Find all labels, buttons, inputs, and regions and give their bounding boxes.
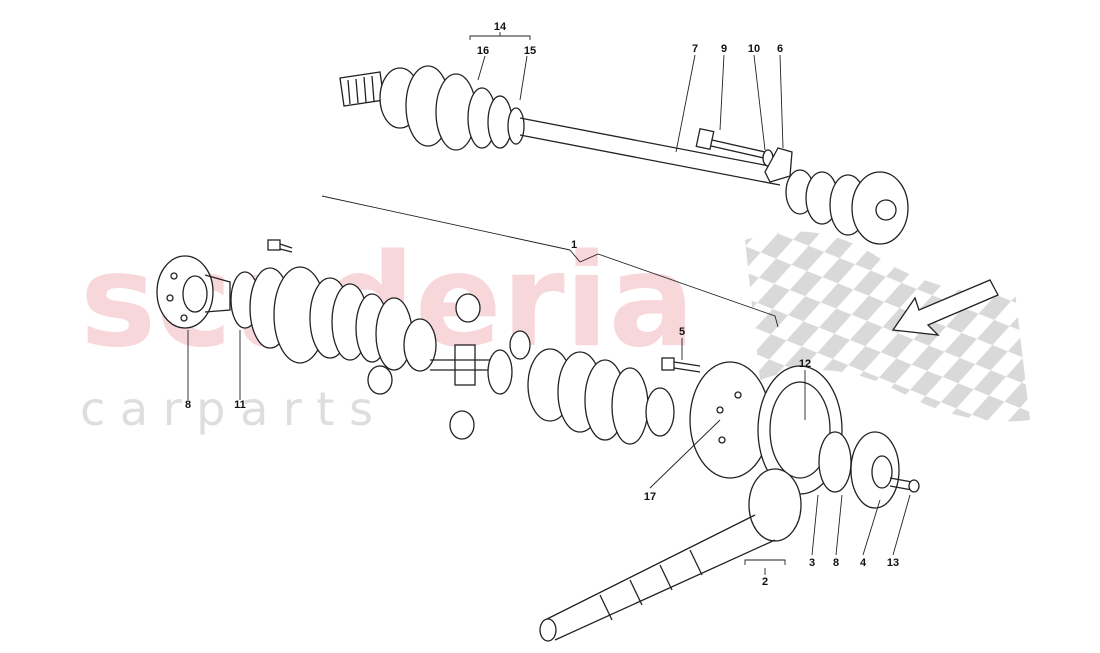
right-differential-housing [527,348,675,445]
callout-5: 5 [679,326,685,338]
axle-shaft-assembly [339,65,909,245]
callout-14: 14 [494,21,507,33]
callout-12: 12 [799,358,811,370]
callout-7: 7 [692,43,698,55]
callout-6: 6 [777,43,783,55]
callout-11: 11 [234,399,246,411]
bolt-washer-plate [695,127,793,183]
right-flange [818,431,920,509]
callout-13: 13 [887,557,899,569]
callout-8-left: 8 [185,399,191,411]
spider-gears [367,293,531,440]
pinion-shaft [539,468,802,642]
callout-4: 4 [860,557,867,569]
checkered-flag-icon [745,231,1030,422]
callout-10: 10 [748,43,760,55]
bolt-small [267,239,293,253]
callout-9: 9 [721,43,727,55]
watermark-sub: c a r p a r t s [80,382,373,436]
callout-1: 1 [571,239,577,251]
callout-16: 16 [477,45,489,57]
bolt-5 [661,357,701,373]
left-differential-housing [230,266,437,372]
callout-15: 15 [524,45,536,57]
callout-2: 2 [762,576,768,588]
left-flange [156,255,231,329]
direction-arrow-icon [891,279,999,336]
callout-labels: 14 16 15 7 9 10 6 1 5 12 8 11 17 3 8 4 1… [185,21,899,588]
callout-17: 17 [644,491,656,503]
callout-3: 3 [809,557,815,569]
leader-lines [187,32,911,575]
callout-8-right: 8 [833,557,839,569]
